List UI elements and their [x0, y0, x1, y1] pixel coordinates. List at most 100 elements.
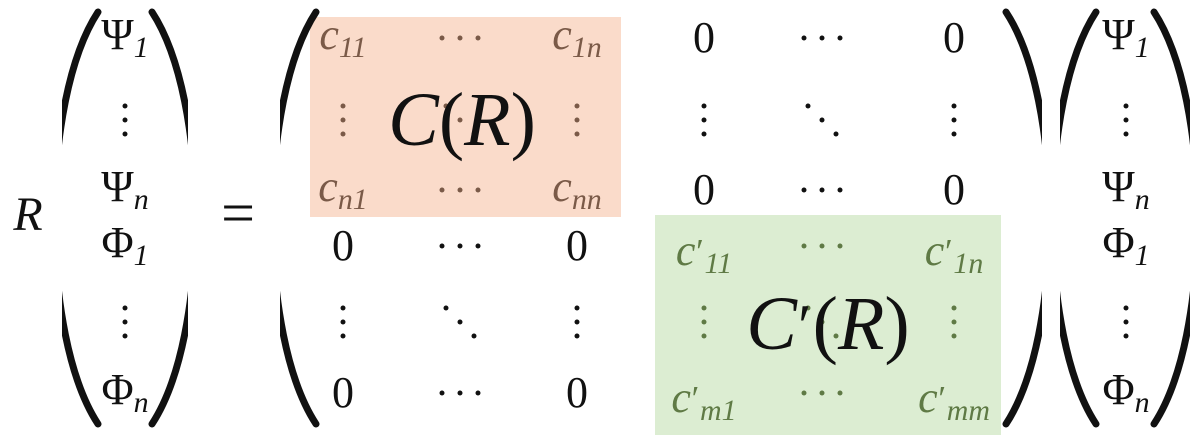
matrix-entry-r5-c3-dot [574, 333, 580, 339]
matrix-entry-r3-c5-dot [819, 187, 825, 193]
paren-close: ) [884, 282, 910, 366]
matrix-entry-r5-c5-dot [805, 305, 811, 311]
matrix-entry-r4-c4-sub: 11 [704, 247, 733, 281]
left-vector-paren-open-stroke [62, 8, 102, 428]
right-vector-entry-6-sub: n [1134, 386, 1150, 420]
matrix-entry-r5-c2-dot [471, 333, 477, 339]
matrix-entry-r2-c4-dot [701, 131, 707, 137]
matrix-entry-r5-c1-dot [340, 333, 346, 339]
matrix-entry-r6-c6-prime: ′ [938, 379, 947, 419]
matrix-entry-r2-c6-dot [951, 117, 957, 123]
right-vector-entry-4: Φ1 [1102, 220, 1150, 273]
right-vector-paren-open-stroke [1060, 8, 1100, 428]
left-vector-entry-6: Φn [101, 367, 148, 418]
left-vector-entry-2-dot [122, 103, 128, 109]
matrix-entry-r6-c5-dot [801, 390, 807, 396]
left-vector-entry-5-dot [122, 305, 128, 311]
matrix-entry-r3-c1-sub: n1 [337, 183, 368, 217]
block-cp-label-args: (R) [813, 282, 910, 366]
left-vector-entry-4: Φ1 [101, 217, 149, 273]
matrix-entry-r5-c6-dot [951, 305, 957, 311]
matrix-entry-r3-c1-base: c [318, 161, 338, 211]
matrix-entry-r4-c5-dot [837, 243, 843, 249]
matrix-entry-r4-c2-dot [457, 243, 463, 249]
right-vector-entry-2-dot [1123, 131, 1129, 137]
matrix-entry-r1-c1: c11 [319, 12, 367, 65]
matrix-entry-r5-c5-dot [819, 319, 825, 325]
right-vector-paren-close [1150, 8, 1190, 428]
matrix-entry-r6-c6-base: c [918, 372, 938, 422]
left-vector-entry-1-sub: 1 [133, 31, 149, 65]
matrix-paren-open [280, 8, 320, 428]
right-vector-entry-4-sub: 1 [1134, 239, 1150, 273]
matrix-entry-r1-c3-base: c [552, 9, 572, 59]
right-vector-entry-1-sub: 1 [1134, 31, 1150, 65]
matrix-entry-r6-c4-prime: ′ [691, 379, 700, 419]
matrix-entry-r6-c3: 0 [566, 368, 588, 417]
matrix-entry-r5-c1-dot [340, 319, 346, 325]
left-vector-entry-3-base: Ψ [101, 161, 134, 211]
matrix-entry-r3-c2-dot [475, 187, 481, 193]
block-cp-highlight [655, 215, 1001, 435]
matrix-entry-r6-c4-base: c [671, 372, 691, 422]
matrix-entry-r2-c3-dot [574, 103, 580, 109]
matrix-entry-r5-c2-dot [443, 305, 449, 311]
matrix-entry-r6-c4: c′m1 [671, 372, 736, 426]
matrix-paren-close-stroke [1002, 8, 1042, 428]
left-vector-entry-4-sub: 1 [133, 239, 149, 273]
matrix-entry-r3-c3-sub: nn [571, 183, 602, 217]
equals-sign: = [221, 180, 255, 246]
matrix-entry-r3-c4: 0 [693, 165, 715, 214]
matrix-entry-r2-c5-dot [805, 103, 811, 109]
left-vector-entry-4-base: Φ [101, 217, 134, 267]
left-vector-entry-3-sub: n [133, 183, 149, 217]
matrix-entry-r1-c5-dot [819, 35, 825, 41]
matrix-entry-r3-c3-base: c [552, 161, 572, 211]
matrix-paren-close [1002, 8, 1042, 428]
left-vector-entry-5-dot [122, 319, 128, 325]
right-vector-entry-1: Ψ1 [1102, 12, 1150, 65]
paren-close: ) [510, 78, 536, 162]
matrix-entry-r1-c5-dot [801, 35, 807, 41]
matrix-entry-r4-c4-base: c [675, 225, 696, 275]
matrix-entry-r2-c4-dot [701, 103, 707, 109]
matrix-entry-r6-c5-dot [819, 390, 825, 396]
matrix-entry-r3-c5-dot [837, 187, 843, 193]
matrix-entry-r6-c6: c′mm [918, 372, 990, 426]
matrix-entry-r2-c4-dot [701, 117, 707, 123]
matrix-entry-r3-c6: 0 [943, 165, 965, 214]
right-vector-paren-close-stroke [1150, 8, 1190, 428]
argument: R [464, 78, 511, 162]
matrix-entry-r4-c2-dot [475, 243, 481, 249]
matrix-entry-r1-c3: c1n [552, 9, 601, 63]
matrix-entry-r4-c6-base: c [924, 225, 945, 275]
matrix-entry-r1-c5-dot [837, 35, 843, 41]
right-vector-entry-5-dot [1123, 333, 1129, 339]
matrix-entry-r2-c6-dot [951, 103, 957, 109]
matrix-entry-r4-c6: c′1n [924, 225, 984, 279]
block-c-highlight [310, 17, 621, 217]
matrix-entry-r2-c2-dot [471, 131, 477, 137]
matrix-entry-r5-c4-dot [701, 305, 707, 311]
matrix-entry-r4-c5-dot [801, 243, 807, 249]
matrix-entry-r1-c6: 0 [943, 13, 965, 62]
matrix-entry-r6-c2-dot [439, 390, 445, 396]
matrix-entry-r4-c3: 0 [566, 221, 588, 270]
matrix-entry-r3-c3: cnn [552, 161, 602, 217]
block-c-label: C(R) [388, 82, 536, 158]
matrix-entry-r6-c2-dot [457, 390, 463, 396]
left-vector-paren-close-stroke [148, 8, 188, 428]
matrix-entry-r1-c1-sub: 11 [338, 31, 367, 65]
left-vector-entry-1: Ψ1 [101, 12, 149, 65]
matrix-entry-r4-c4-prime: ′ [696, 232, 704, 272]
matrix-entry-r2-c1-dot [340, 117, 346, 123]
paren-open: ( [812, 282, 838, 366]
matrix-entry-r4-c6-prime: ′ [944, 232, 953, 272]
matrix-entry-r2-c5-dot [833, 131, 839, 137]
matrix-entry-r5-c6-dot [951, 319, 957, 325]
matrix-entry-r1-c2-dot [439, 35, 445, 41]
matrix-entry-r2-c3-dot [574, 131, 580, 137]
matrix-entry-r5-c4-dot [701, 319, 707, 325]
right-vector-entry-3: Ψn [1102, 164, 1149, 215]
